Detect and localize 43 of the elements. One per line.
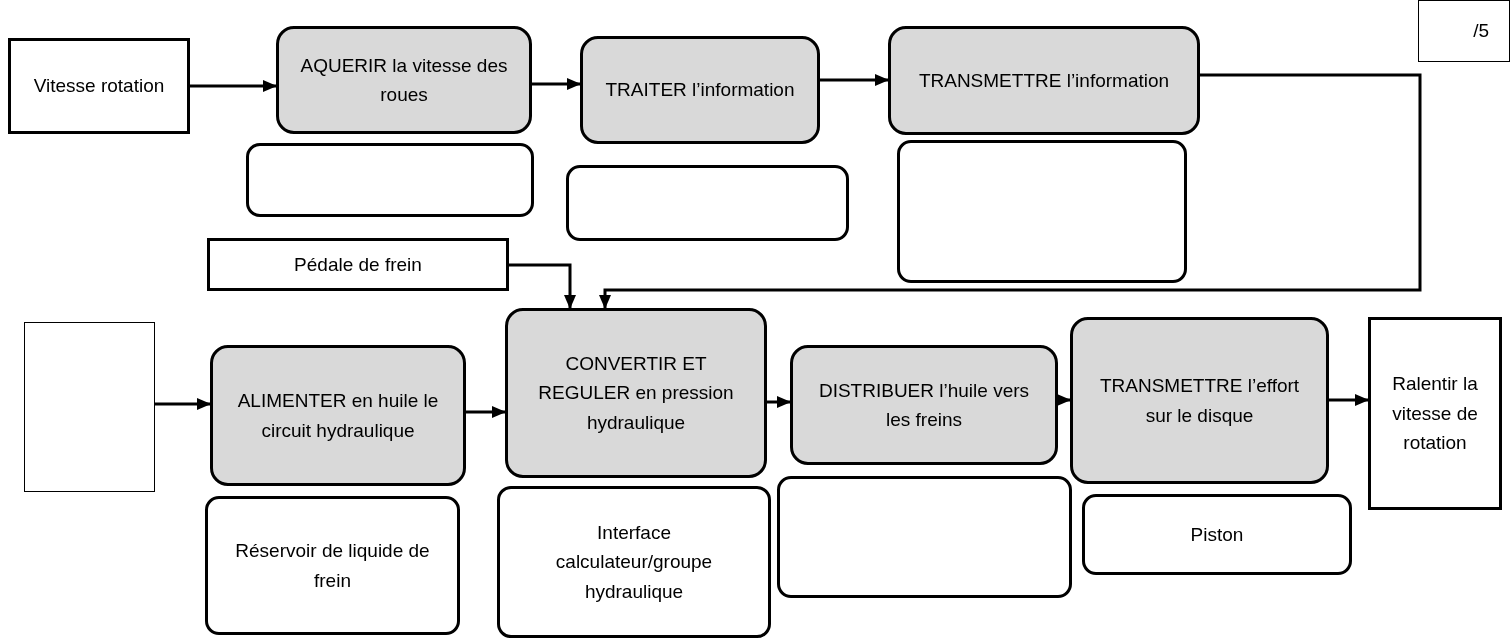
box-label: Interface calculateur/groupe hydraulique — [554, 520, 714, 604]
box-label: DISTRIBUER l’huile vers les freins — [817, 378, 1031, 432]
text-box — [8, 38, 190, 134]
box-label: ALIMENTER en huile le circuit hydraulique — [236, 389, 440, 443]
arrow — [820, 74, 889, 86]
arrow — [155, 398, 211, 410]
box-label: Pédale de frein — [294, 252, 422, 277]
arrow — [1057, 394, 1071, 406]
arrow — [599, 73, 1422, 309]
answer-box — [246, 143, 534, 217]
answer-box — [897, 140, 1187, 283]
function-box — [790, 345, 1058, 465]
arrow — [532, 78, 581, 90]
arrow — [466, 406, 506, 418]
function-box — [1070, 317, 1329, 484]
box-label: TRANSMETTRE l’effort sur le disque — [1098, 374, 1301, 428]
function-box — [276, 26, 532, 134]
box-label: TRAITER l’information — [604, 78, 796, 103]
text-box — [207, 238, 509, 291]
function-box — [580, 36, 820, 144]
function-box — [210, 345, 466, 486]
function-box — [888, 26, 1200, 135]
component-box — [205, 496, 460, 635]
component-box — [1082, 494, 1352, 575]
box-label: Vitesse rotation — [33, 74, 165, 99]
text-box — [1368, 317, 1502, 510]
text-box — [1418, 0, 1510, 62]
answer-box — [566, 165, 849, 241]
box-label: Réservoir de liquide de frein — [234, 539, 431, 593]
arrow — [767, 396, 791, 408]
component-box — [497, 486, 771, 638]
answer-box — [777, 476, 1072, 598]
arrow — [509, 263, 576, 309]
box-label: /5 — [1473, 19, 1489, 44]
arrow — [1329, 394, 1369, 406]
box-label: Ralentir la vitesse de rotation — [1391, 372, 1479, 456]
function-box — [505, 308, 767, 478]
arrow — [190, 80, 277, 92]
box-label: TRANSMETTRE l’information — [917, 68, 1171, 93]
box-label: CONVERTIR ET REGULER en pression hydraulique — [537, 351, 735, 435]
answer-box — [24, 322, 155, 492]
box-label: Piston — [1189, 522, 1245, 547]
box-label: AQUERIR la vitesse des roues — [299, 53, 509, 107]
